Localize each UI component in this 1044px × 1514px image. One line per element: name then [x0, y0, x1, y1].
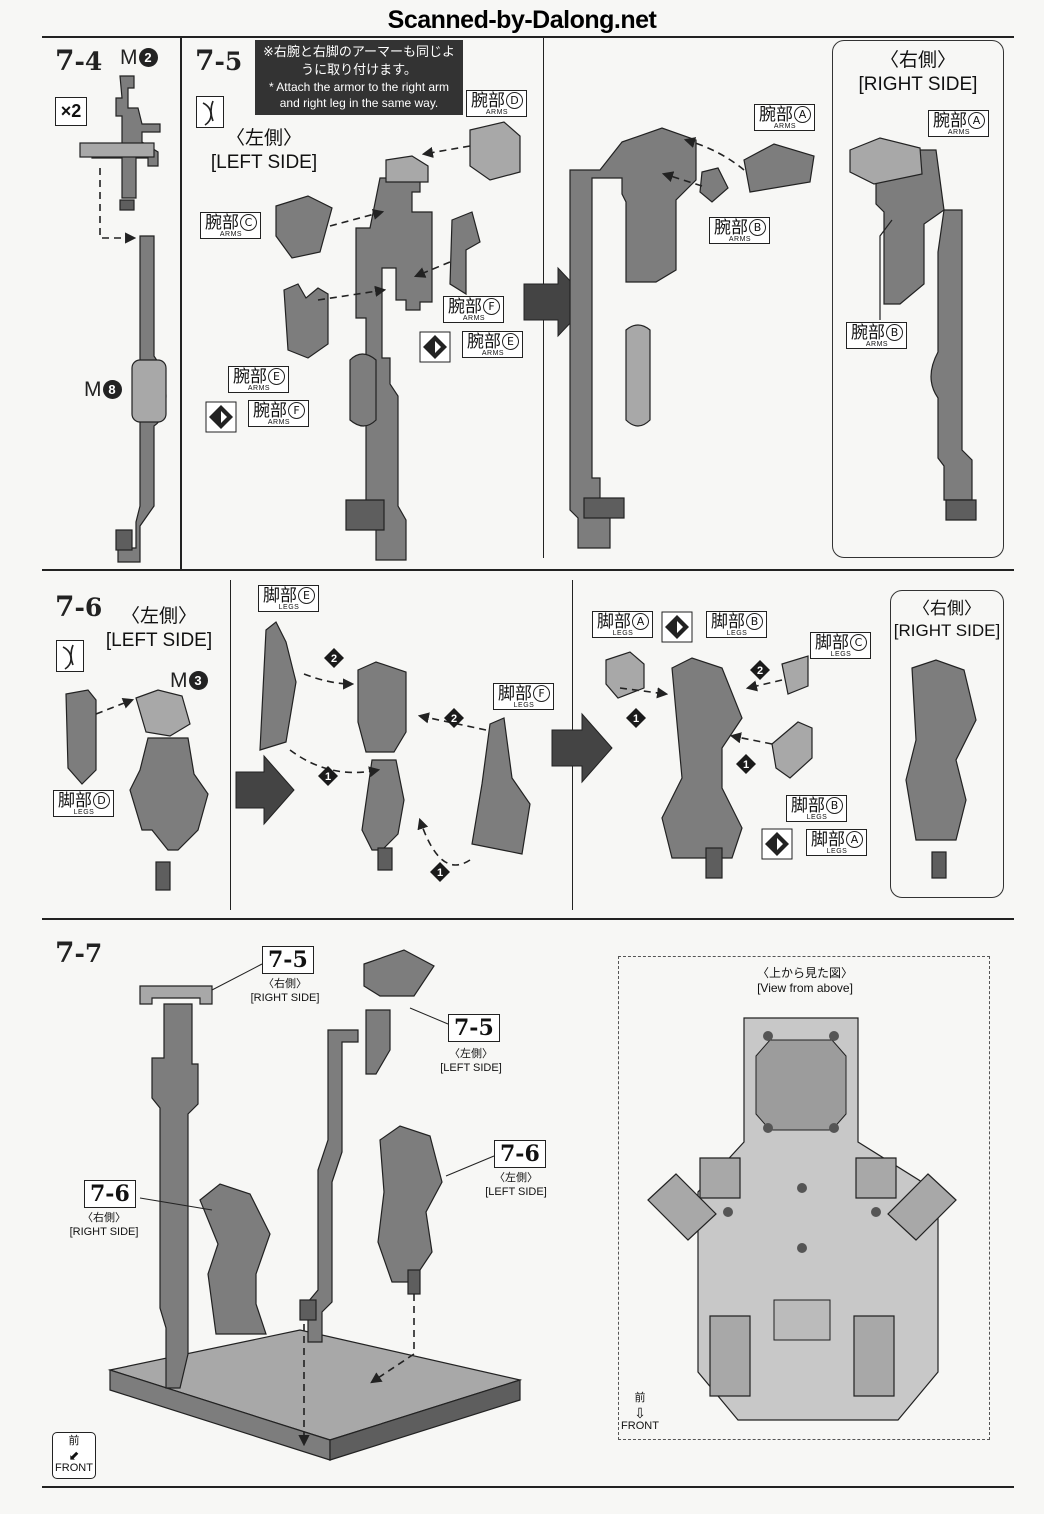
7-5-right-arm — [849, 137, 977, 521]
step-7-6-label: 7-6 — [55, 590, 103, 623]
top-rule — [42, 36, 1014, 38]
svg-text:2: 2 — [331, 653, 337, 665]
7-5-mid-arm — [569, 127, 815, 549]
7-6-leg-right: 1 2 1 — [605, 651, 977, 879]
sticker-icon — [56, 640, 84, 672]
7-5-right-side-panel — [832, 40, 1004, 558]
7-5-left-side-title: 〈左側〉 [LEFT SIDE] — [210, 127, 318, 173]
rule-below-7-5 — [42, 569, 1014, 571]
svg-text:1: 1 — [437, 867, 443, 879]
7-4-parts — [79, 75, 167, 563]
front-indicator-page: 前 ⬋ FRONT — [52, 1432, 96, 1479]
step-7-5-label: 7-5 — [195, 44, 243, 77]
divider-7-6-a — [230, 580, 231, 910]
view-from-above-title: 〈上から見た図〉[View from above] — [756, 966, 853, 995]
ref-7-6-right: 7-6 — [84, 1180, 136, 1208]
7-6-right-side-panel — [890, 590, 1004, 898]
quantity-badge: ×2 — [55, 97, 87, 126]
7-6-parts: 2 2 1 1 — [65, 621, 531, 891]
right-side-note: ※右腕と右脚のアーマーも同じように取り付けます。 * Attach the ar… — [255, 40, 463, 116]
7-5-right-side-title: 〈右側〉 [RIGHT SIDE] — [858, 49, 978, 95]
ref-7-6-left: 7-6 — [494, 1140, 546, 1168]
7-6-right-side-title: 〈右側〉 [RIGHT SIDE] — [893, 599, 1001, 641]
7-5-left-arm — [275, 121, 521, 561]
rule-below-7-6 — [42, 918, 1014, 920]
step-7-7-label: 7-7 — [55, 936, 103, 969]
front-indicator-panel: 前 ⇩ FRONT — [621, 1392, 659, 1432]
svg-text:1: 1 — [325, 771, 331, 783]
view-from-above-drawing — [647, 1017, 957, 1421]
view-from-above-panel — [618, 956, 990, 1440]
watermark: Scanned-by-Dalong.net — [387, 6, 657, 34]
swap-icons — [205, 331, 793, 860]
ref-7-5-right-caption: 〈右側〉[RIGHT SIDE] — [250, 978, 320, 1004]
divider-7-4 — [180, 38, 182, 569]
sticker-icon — [196, 96, 224, 128]
process-arrow — [551, 712, 613, 784]
svg-text:2: 2 — [757, 665, 763, 677]
bottom-rule — [42, 1486, 1014, 1488]
ref-7-5-right: 7-5 — [262, 946, 314, 974]
ref-7-6-left-caption: 〈左側〉[LEFT SIDE] — [485, 1172, 547, 1198]
ref-7-5-left-caption: 〈左側〉[LEFT SIDE] — [440, 1048, 502, 1074]
7-6-left-side-title: 〈左側〉 [LEFT SIDE] — [105, 605, 213, 651]
sticker-icons — [62, 100, 214, 670]
svg-text:2: 2 — [451, 713, 457, 725]
ref-7-6-right-caption: 〈右側〉[RIGHT SIDE] — [69, 1212, 139, 1238]
ref-7-5-left: 7-5 — [448, 1014, 500, 1042]
svg-text:1: 1 — [743, 759, 749, 771]
7-7-assembly — [107, 949, 523, 1461]
step-7-4-label: 7-4 — [55, 44, 103, 77]
svg-text:1: 1 — [633, 713, 639, 725]
